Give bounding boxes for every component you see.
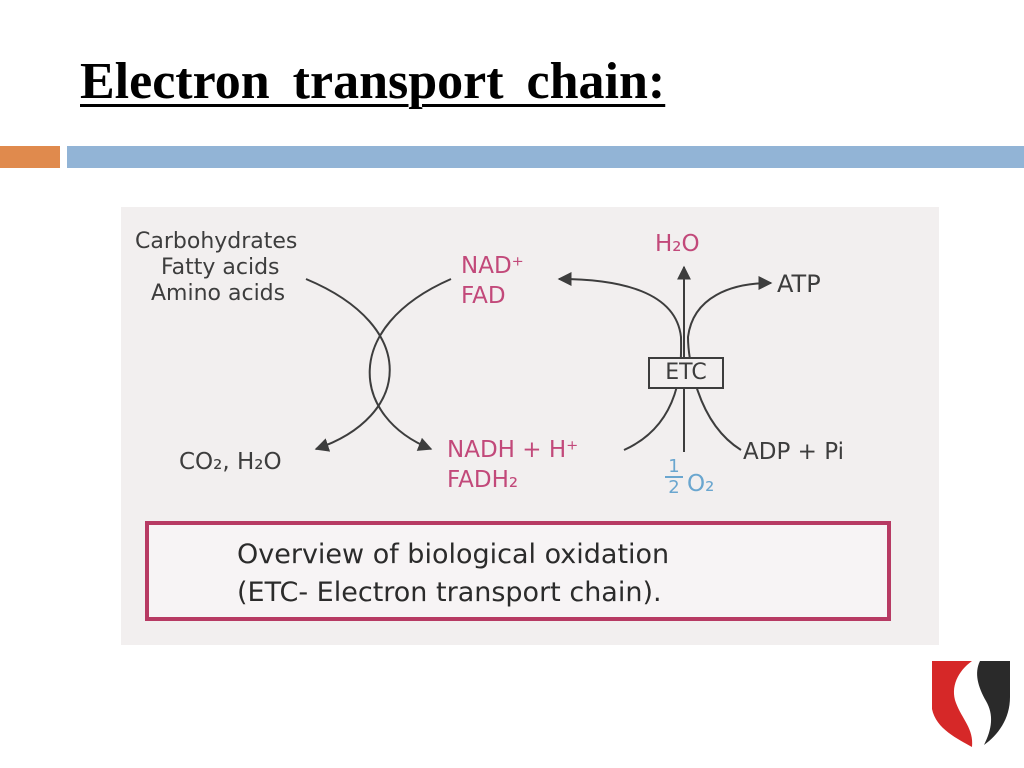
- products-label: CO₂, H₂O: [179, 449, 282, 475]
- input-carbohydrates: Carbohydrates: [135, 229, 298, 254]
- caption-line-2: (ETC- Electron transport chain).: [237, 577, 662, 608]
- oxygen-fraction: 1 2: [665, 457, 683, 497]
- accent-bar-orange: [0, 146, 60, 168]
- fad-label: FAD: [461, 283, 506, 309]
- nad-to-nadh-arrow: [368, 278, 452, 451]
- caption-box: Overview of biological oxidation (ETC- E…: [145, 521, 891, 621]
- accent-bar-blue: [67, 146, 1024, 168]
- etc-box: ETC: [648, 357, 724, 389]
- water-label: H₂O: [655, 231, 700, 257]
- fraction-denominator: 2: [665, 476, 683, 497]
- input-fatty-acids: Fatty acids: [161, 255, 280, 280]
- substrate-to-products-arrow: [305, 278, 391, 452]
- adp-pi-label: ADP + Pi: [743, 439, 844, 465]
- nadh-label: NADH + H⁺: [447, 437, 579, 463]
- caption-line-1: Overview of biological oxidation: [237, 539, 670, 570]
- atp-label: ATP: [777, 270, 821, 298]
- fadh2-label: FADH₂: [447, 467, 519, 493]
- oxygen-label: O₂: [687, 471, 715, 497]
- red-s-emblem-icon: [932, 661, 1010, 747]
- nadh-to-nad-arrow: [557, 272, 683, 451]
- adp-to-atp-arrow: [686, 276, 773, 451]
- nad-plus-label: NAD⁺: [461, 253, 524, 279]
- slide-title: Electron transport chain:: [80, 53, 666, 110]
- fraction-numerator: 1: [668, 456, 680, 477]
- etc-diagram: Carbohydrates Fatty acids Amino acids CO…: [121, 207, 939, 645]
- input-amino-acids: Amino acids: [151, 281, 286, 306]
